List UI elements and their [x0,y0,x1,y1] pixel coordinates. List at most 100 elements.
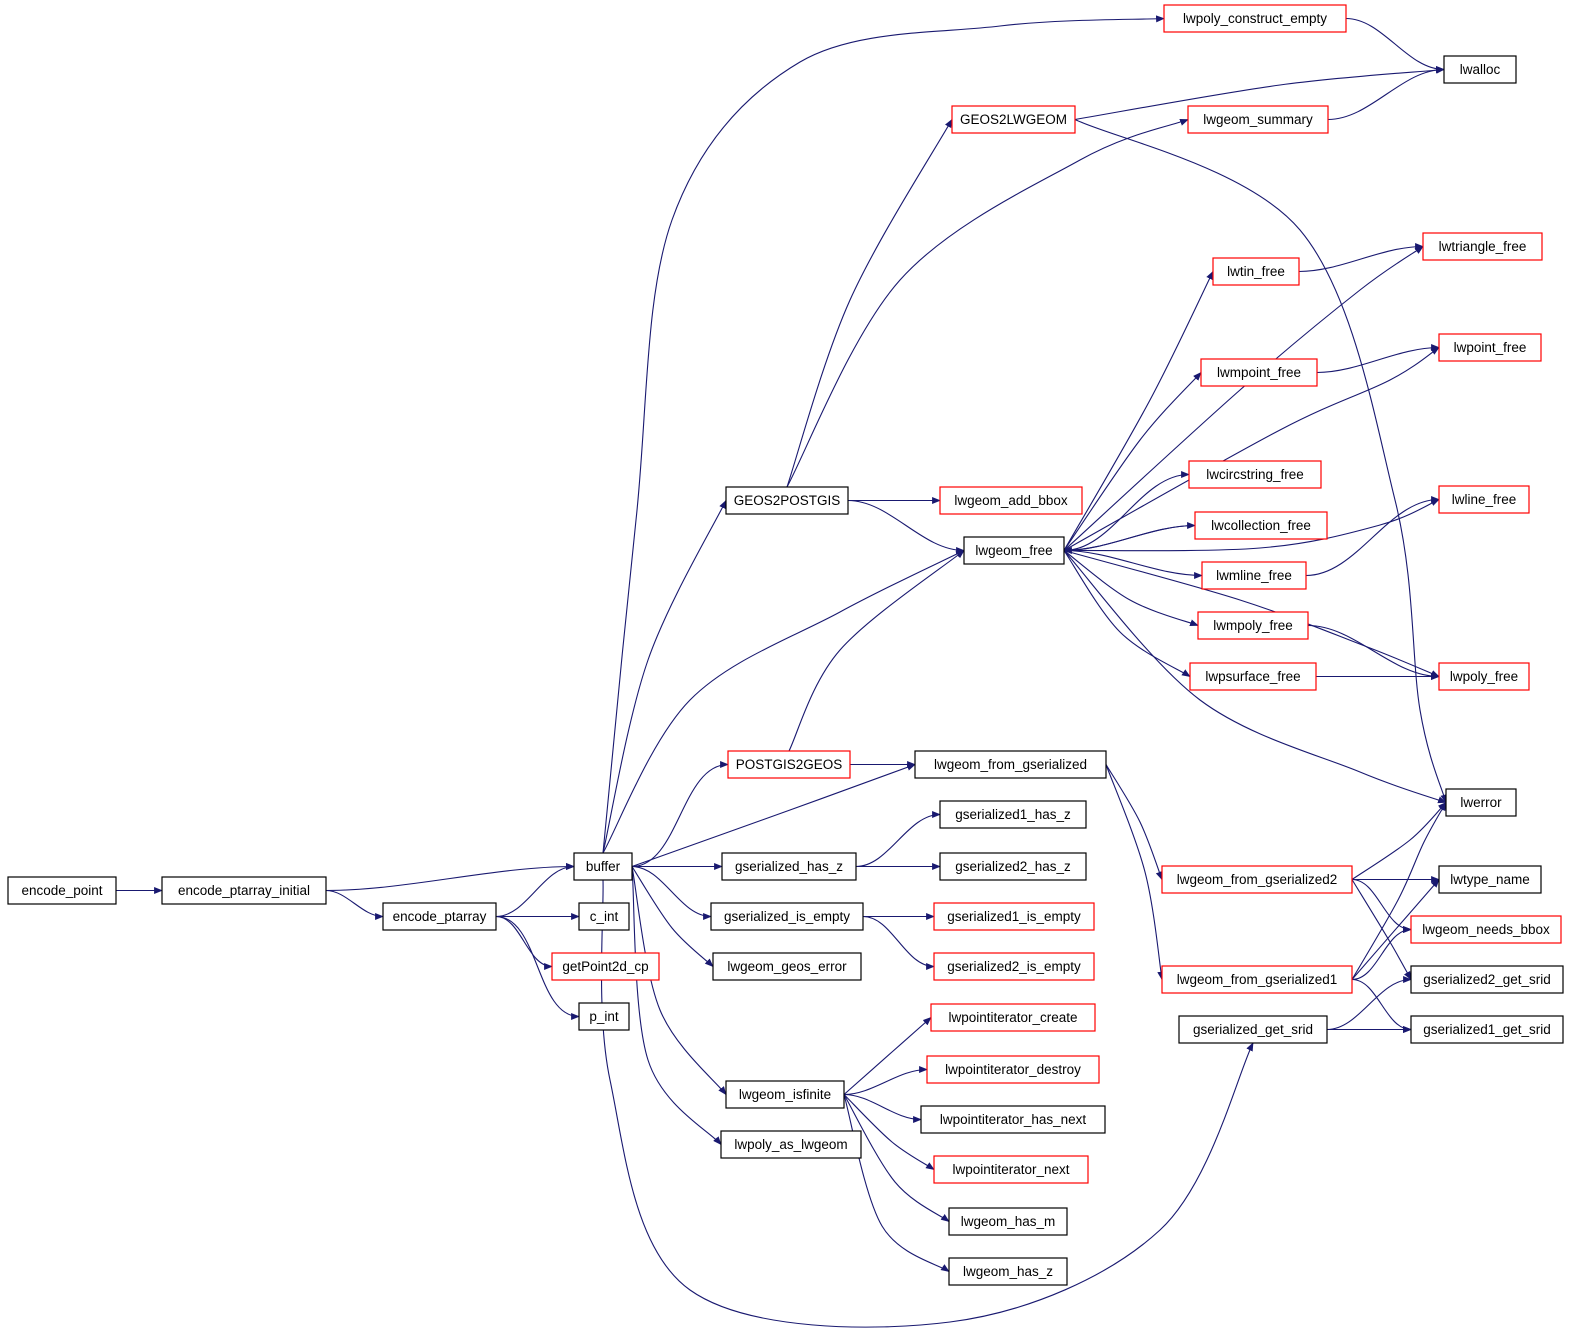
edge-GEOS2POSTGIS--GEOS2LWGEOM [786,118,953,488]
node-label-lwgeom_add_bbox: lwgeom_add_bbox [954,493,1068,508]
node-label-lwgeom_free: lwgeom_free [975,543,1052,558]
edge-lwgeom_from_gserialized2--lwerror [1351,801,1447,880]
edge-lwgeom_summary--lwalloc [1327,65,1445,121]
node-gserialized2_has_z[interactable]: gserialized2_has_z [939,852,1087,881]
node-lwmpoint_free[interactable]: lwmpoint_free [1200,358,1318,387]
node-lwgeom_from_gserialized2[interactable]: lwgeom_from_gserialized2 [1161,865,1353,894]
node-lwerror[interactable]: lwerror [1445,788,1517,817]
node-lwpoly_construct_empty[interactable]: lwpoly_construct_empty [1163,4,1347,33]
node-lwmpoly_free[interactable]: lwmpoly_free [1197,611,1309,640]
node-label-c_int: c_int [590,909,619,924]
node-c_int[interactable]: c_int [578,902,630,931]
node-POSTGIS2GEOS[interactable]: POSTGIS2GEOS [727,750,851,779]
edge-encode_ptarray--p_int [495,915,580,1021]
node-buffer[interactable]: buffer [573,852,633,881]
node-GEOS2POSTGIS[interactable]: GEOS2POSTGIS [725,486,849,515]
node-encode_ptarray[interactable]: encode_ptarray [382,902,497,931]
node-lwmline_free[interactable]: lwmline_free [1201,561,1307,590]
edge-lwgeom_isfinite--lwpointiterator_destroy [843,1065,928,1096]
edge-lwmpoint_free--lwpoint_free [1316,343,1440,374]
edge-buffer--GEOS2POSTGIS [602,499,727,854]
node-label-lwpoly_construct_empty: lwpoly_construct_empty [1183,11,1327,26]
edge-gserialized_is_empty--gserialized2_is_empty [862,915,935,971]
node-lwline_free[interactable]: lwline_free [1438,485,1530,514]
node-lwalloc[interactable]: lwalloc [1443,55,1517,84]
node-gserialized_get_srid[interactable]: gserialized_get_srid [1178,1015,1328,1044]
node-label-lwgeom_isfinite: lwgeom_isfinite [739,1087,831,1102]
node-gserialized_has_z[interactable]: gserialized_has_z [721,852,857,881]
edge-gserialized_has_z--gserialized1_has_z [855,810,941,868]
node-label-p_int: p_int [589,1009,619,1024]
node-lwgeom_has_z[interactable]: lwgeom_has_z [948,1257,1068,1286]
node-lwpointiterator_destroy[interactable]: lwpointiterator_destroy [926,1055,1100,1084]
node-label-GEOS2LWGEOM: GEOS2LWGEOM [960,112,1067,127]
node-lwgeom_isfinite[interactable]: lwgeom_isfinite [725,1080,845,1109]
node-lwgeom_free[interactable]: lwgeom_free [963,536,1065,565]
node-lwtype_name[interactable]: lwtype_name [1438,865,1542,894]
edge-GEOS2LWGEOM--lwerror [1074,119,1448,804]
node-lwpointiterator_has_next[interactable]: lwpointiterator_has_next [920,1105,1106,1134]
node-label-lwtype_name: lwtype_name [1450,872,1530,887]
node-gserialized_is_empty[interactable]: gserialized_is_empty [710,902,864,931]
node-lwtriangle_free[interactable]: lwtriangle_free [1422,232,1543,261]
node-label-encode_point: encode_point [21,883,102,898]
node-lwcollection_free[interactable]: lwcollection_free [1194,511,1328,540]
node-label-lwpoint_free: lwpoint_free [1454,340,1527,355]
node-lwpsurface_free[interactable]: lwpsurface_free [1189,662,1317,691]
edge-POSTGIS2GEOS--lwgeom_free [788,549,965,752]
node-label-gserialized2_get_srid: gserialized2_get_srid [1423,972,1551,987]
edge-buffer--gserialized_is_empty [631,865,712,921]
edge-lwgeom_isfinite--lwpointiterator_create [843,1016,932,1095]
node-label-lwgeom_summary: lwgeom_summary [1203,112,1313,127]
edge-GEOS2POSTGIS--lwgeom_summary [786,118,1189,488]
node-label-gserialized2_has_z: gserialized2_has_z [955,859,1071,874]
node-gserialized2_get_srid[interactable]: gserialized2_get_srid [1410,965,1564,994]
node-label-lwpointiterator_destroy: lwpointiterator_destroy [945,1062,1081,1077]
node-lwpointiterator_next[interactable]: lwpointiterator_next [933,1155,1089,1184]
node-lwpoint_free[interactable]: lwpoint_free [1438,333,1542,362]
edge-gserialized_get_srid--gserialized2_get_srid [1326,975,1412,1031]
edge-lwgeom_isfinite--lwpointiterator_next [843,1094,935,1170]
node-gserialized2_is_empty[interactable]: gserialized2_is_empty [933,952,1095,981]
node-label-lwcollection_free: lwcollection_free [1211,518,1311,533]
node-label-lwpoly_free: lwpoly_free [1450,669,1518,684]
node-lwcircstring_free[interactable]: lwcircstring_free [1188,460,1322,489]
node-label-buffer: buffer [586,859,621,874]
node-label-lwgeom_has_z: lwgeom_has_z [963,1264,1053,1279]
node-lwgeom_add_bbox[interactable]: lwgeom_add_bbox [939,486,1083,515]
node-encode_ptarray_initial[interactable]: encode_ptarray_initial [161,876,327,905]
node-gserialized1_has_z[interactable]: gserialized1_has_z [939,800,1087,829]
node-label-gserialized1_has_z: gserialized1_has_z [955,807,1071,822]
edge-encode_ptarray--getPoint2d_cp [495,915,553,971]
node-gserialized1_get_srid[interactable]: gserialized1_get_srid [1410,1015,1564,1044]
edge-lwgeom_free--lwmpoly_free [1063,550,1199,627]
edge-GEOS2POSTGIS--lwgeom_free [847,499,965,555]
node-getPoint2d_cp[interactable]: getPoint2d_cp [551,952,660,981]
node-lwgeom_geos_error[interactable]: lwgeom_geos_error [712,952,862,981]
node-lwtin_free[interactable]: lwtin_free [1212,257,1300,286]
node-label-gserialized1_is_empty: gserialized1_is_empty [947,909,1081,924]
node-lwpoly_free[interactable]: lwpoly_free [1438,662,1530,691]
node-label-lwcircstring_free: lwcircstring_free [1206,467,1304,482]
node-lwgeom_has_m[interactable]: lwgeom_has_m [948,1207,1068,1236]
node-lwpoly_as_lwgeom[interactable]: lwpoly_as_lwgeom [720,1130,862,1159]
edge-lwgeom_free--lwline_free [1063,498,1440,552]
node-p_int[interactable]: p_int [578,1002,630,1031]
node-lwgeom_from_gserialized1[interactable]: lwgeom_from_gserialized1 [1161,965,1353,994]
node-lwgeom_from_gserialized[interactable]: lwgeom_from_gserialized [914,750,1107,779]
node-label-lwmpoly_free: lwmpoly_free [1213,618,1293,633]
edge-lwtin_free--lwtriangle_free [1298,242,1424,273]
edge-lwgeom_free--lwmline_free [1063,549,1203,580]
node-GEOS2LWGEOM[interactable]: GEOS2LWGEOM [951,105,1076,134]
node-gserialized1_is_empty[interactable]: gserialized1_is_empty [933,902,1095,931]
node-lwpointiterator_create[interactable]: lwpointiterator_create [930,1003,1096,1032]
node-encode_point[interactable]: encode_point [7,876,117,905]
node-label-lwtriangle_free: lwtriangle_free [1439,239,1527,254]
edge-lwgeom_from_gserialized1--lwerror [1351,801,1447,980]
node-lwgeom_needs_bbox[interactable]: lwgeom_needs_bbox [1410,915,1562,944]
node-label-gserialized_get_srid: gserialized_get_srid [1193,1022,1313,1037]
node-lwgeom_summary[interactable]: lwgeom_summary [1187,105,1329,134]
node-label-lwmline_free: lwmline_free [1216,568,1292,583]
node-label-gserialized_has_z: gserialized_has_z [735,859,843,874]
